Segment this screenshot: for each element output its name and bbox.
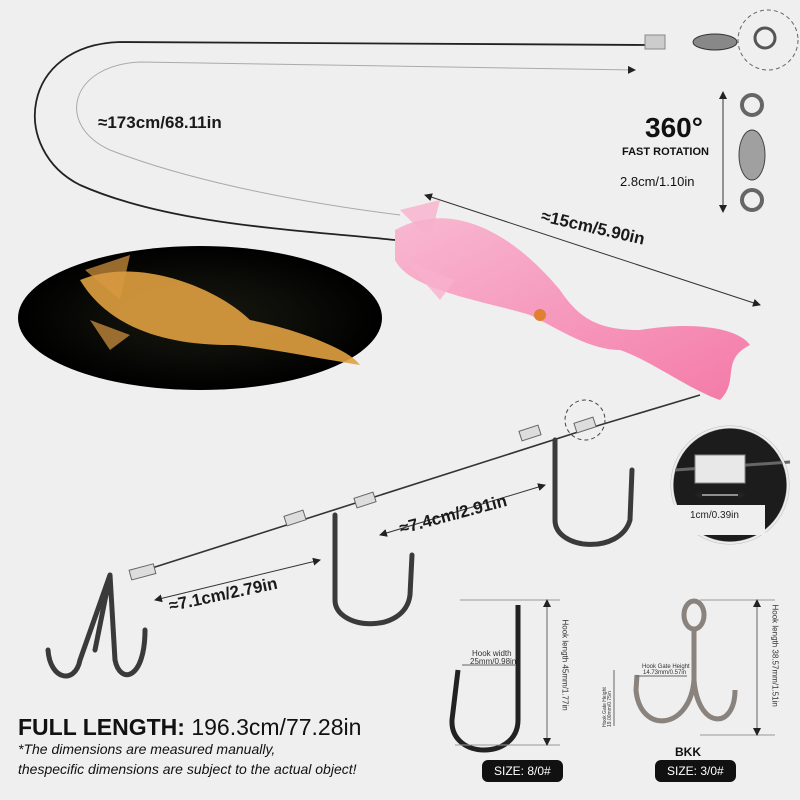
- hook-width-value: 25mm/0.98in: [470, 657, 517, 666]
- full-length-label: FULL LENGTH:: [18, 714, 185, 740]
- single-hook-diagram: [449, 605, 521, 753]
- sleeve-length-label: 1cm/0.39in: [690, 510, 739, 521]
- leader-dimension-line: [76, 61, 636, 216]
- treble-gate-height-value: 19.00mm/0.75in: [607, 691, 613, 727]
- rotation-label: 360°: [645, 112, 703, 143]
- full-length-value: 196.3cm/77.28in: [184, 714, 362, 740]
- full-length: FULL LENGTH: 196.3cm/77.28in: [18, 714, 361, 741]
- swivel-size-label: 2.8cm/1.10in: [620, 174, 695, 189]
- single-hook-length: Hook length 45mm/1.77in: [560, 619, 570, 711]
- note-line2: thespecific dimensions are subject to th…: [18, 761, 357, 777]
- leader-length-label: ≈173cm/68.11in: [98, 113, 222, 132]
- brand-label: BKK: [675, 745, 701, 759]
- treble-gate-width-value: 14.73mm/0.57in: [643, 670, 687, 676]
- hook-width-label: Hook width: [472, 649, 512, 658]
- fast-rotation-label: FAST ROTATION: [622, 146, 709, 158]
- single-hook-size-badge: SIZE: 8/0#: [482, 760, 563, 782]
- pink-squid: [395, 218, 750, 400]
- leader-wire: [34, 41, 651, 241]
- treble-hook-size-badge: SIZE: 3/0#: [655, 760, 736, 782]
- treble-gate-width-label: Hook Gate Height: [642, 664, 690, 670]
- rig-hooks: [45, 437, 635, 679]
- rig-wire: [129, 394, 701, 576]
- note-line1: *The dimensions are measured manually,: [18, 741, 276, 757]
- treble-hook-diagram: [633, 598, 738, 724]
- treble-hook-length: Hook length 38.57mm/1.51in: [770, 604, 780, 707]
